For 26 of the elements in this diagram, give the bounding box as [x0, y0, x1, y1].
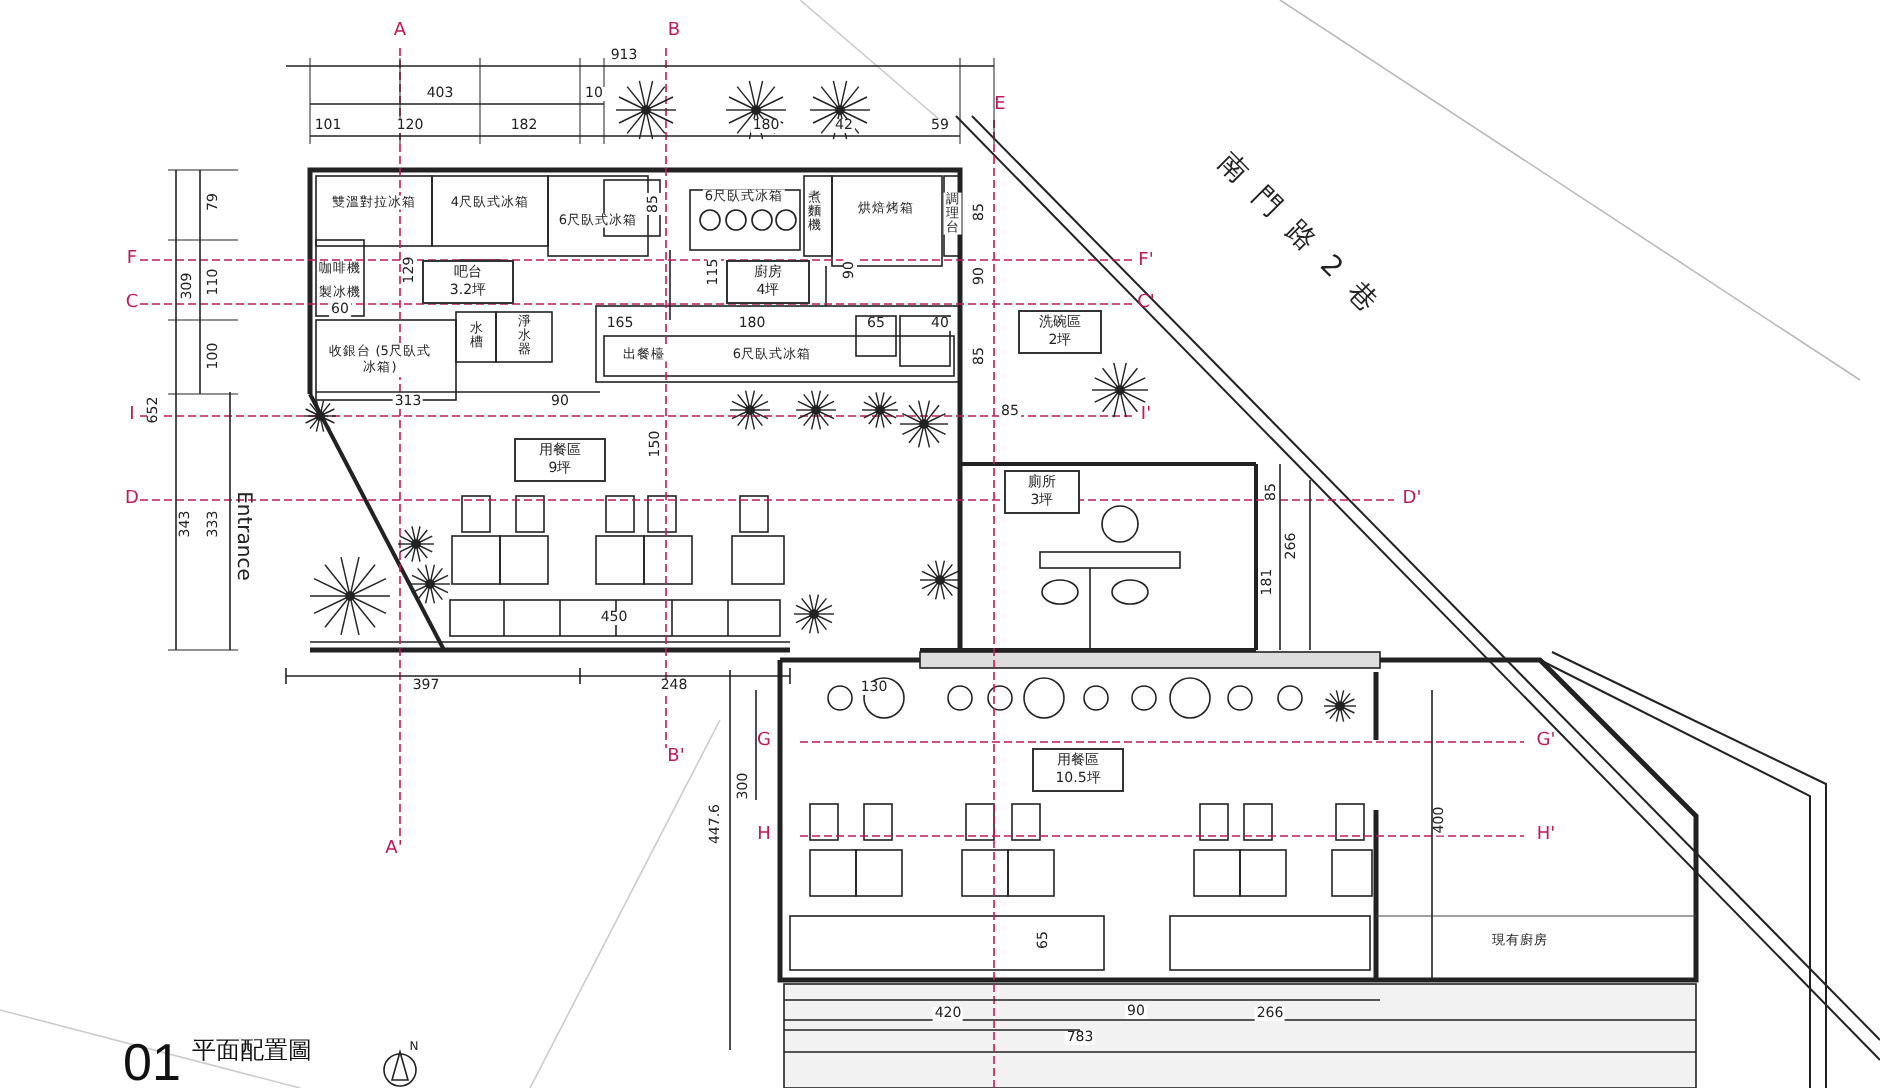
drawing-number: 01: [123, 1036, 181, 1088]
drawing-title: 平面配置圖: [192, 1038, 312, 1062]
street-name: 南門路2巷: [1212, 148, 1396, 332]
section-marker: D': [1402, 491, 1422, 509]
room-label-box: [726, 260, 810, 304]
room-label-box: [1032, 748, 1124, 792]
section-marker: F: [126, 251, 138, 269]
section-marker: E: [994, 97, 1006, 115]
section-marker: F': [1138, 253, 1154, 271]
section-marker: B: [667, 23, 681, 41]
section-marker: A': [385, 841, 403, 859]
section-marker: H': [1536, 827, 1556, 845]
section-marker: I: [129, 407, 135, 425]
room-label-box: [514, 438, 606, 482]
section-marker: C: [125, 295, 139, 313]
section-marker: B': [667, 749, 685, 767]
section-marker: I': [1140, 407, 1152, 425]
room-label-box: [1004, 470, 1080, 514]
room-label-box: [422, 260, 514, 304]
section-marker: A: [393, 23, 407, 41]
room-label-box: [1018, 310, 1102, 354]
entrance-label: Entrance: [232, 491, 252, 581]
section-marker: G': [1536, 733, 1556, 751]
section-marker: H: [757, 827, 771, 845]
section-marker: D: [125, 491, 139, 509]
section-marker: G: [757, 733, 771, 751]
